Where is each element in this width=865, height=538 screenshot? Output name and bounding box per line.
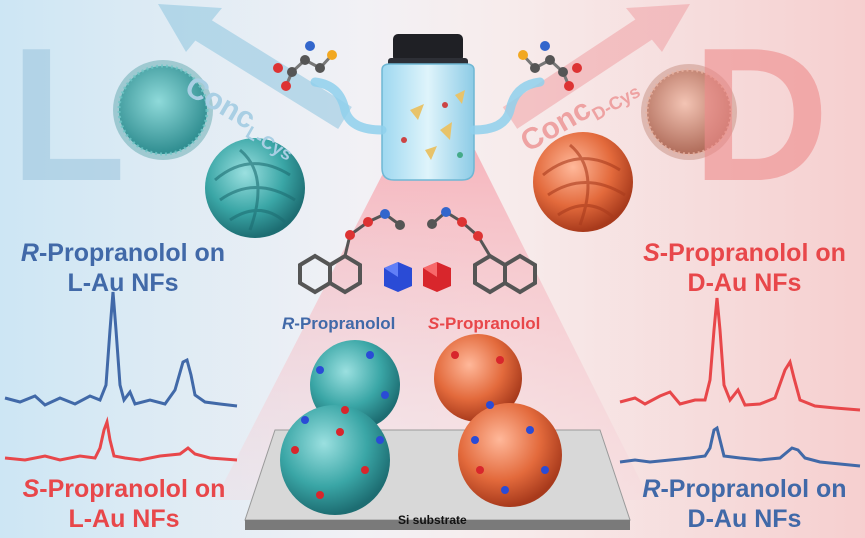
teal-flower-nanoparticle (205, 138, 305, 238)
right-arrow (502, 4, 690, 129)
s-propranolol-molecule (427, 207, 537, 295)
left-water-stream (310, 77, 387, 135)
l-cys-molecule (273, 41, 337, 91)
left-arrow (158, 4, 352, 130)
label-r-propranolol-on-l-au: R-Propranolol on L-Au NFs (20, 239, 226, 297)
pink-spiky-nanoparticle (641, 64, 737, 160)
si-substrate-label: Si substrate (398, 513, 467, 527)
spectrum-bottom-left (4, 416, 238, 462)
d-cys-molecule (518, 41, 582, 91)
teal-nanoflowers-on-substrate (280, 340, 400, 515)
big-letter-l: L (10, 9, 127, 221)
r-propranolol-label: R-Propranolol (282, 314, 396, 333)
spectrum-bottom-right (619, 425, 861, 468)
teal-spiky-nanoparticle (113, 60, 213, 160)
label-s-propranolol-on-d-au: S-Propranolol on D-Au NFs (643, 239, 846, 297)
spectrum-top-left (4, 291, 238, 408)
s-propranolol-label: S-Propranolol (428, 314, 541, 333)
orange-nanoflowers-on-substrate (434, 334, 562, 507)
r-propranolol-molecule (298, 209, 405, 295)
orange-flower-nanoparticle (533, 132, 633, 232)
right-water-stream (469, 77, 545, 135)
label-s-propranolol-on-l-au: S-Propranolol on L-Au NFs (22, 475, 226, 533)
reaction-vial (381, 34, 475, 181)
label-r-propranolol-on-d-au: R-Propranolol on D-Au NFs (642, 475, 847, 533)
spectrum-top-right (619, 297, 861, 412)
big-letter-d: D (692, 9, 830, 221)
